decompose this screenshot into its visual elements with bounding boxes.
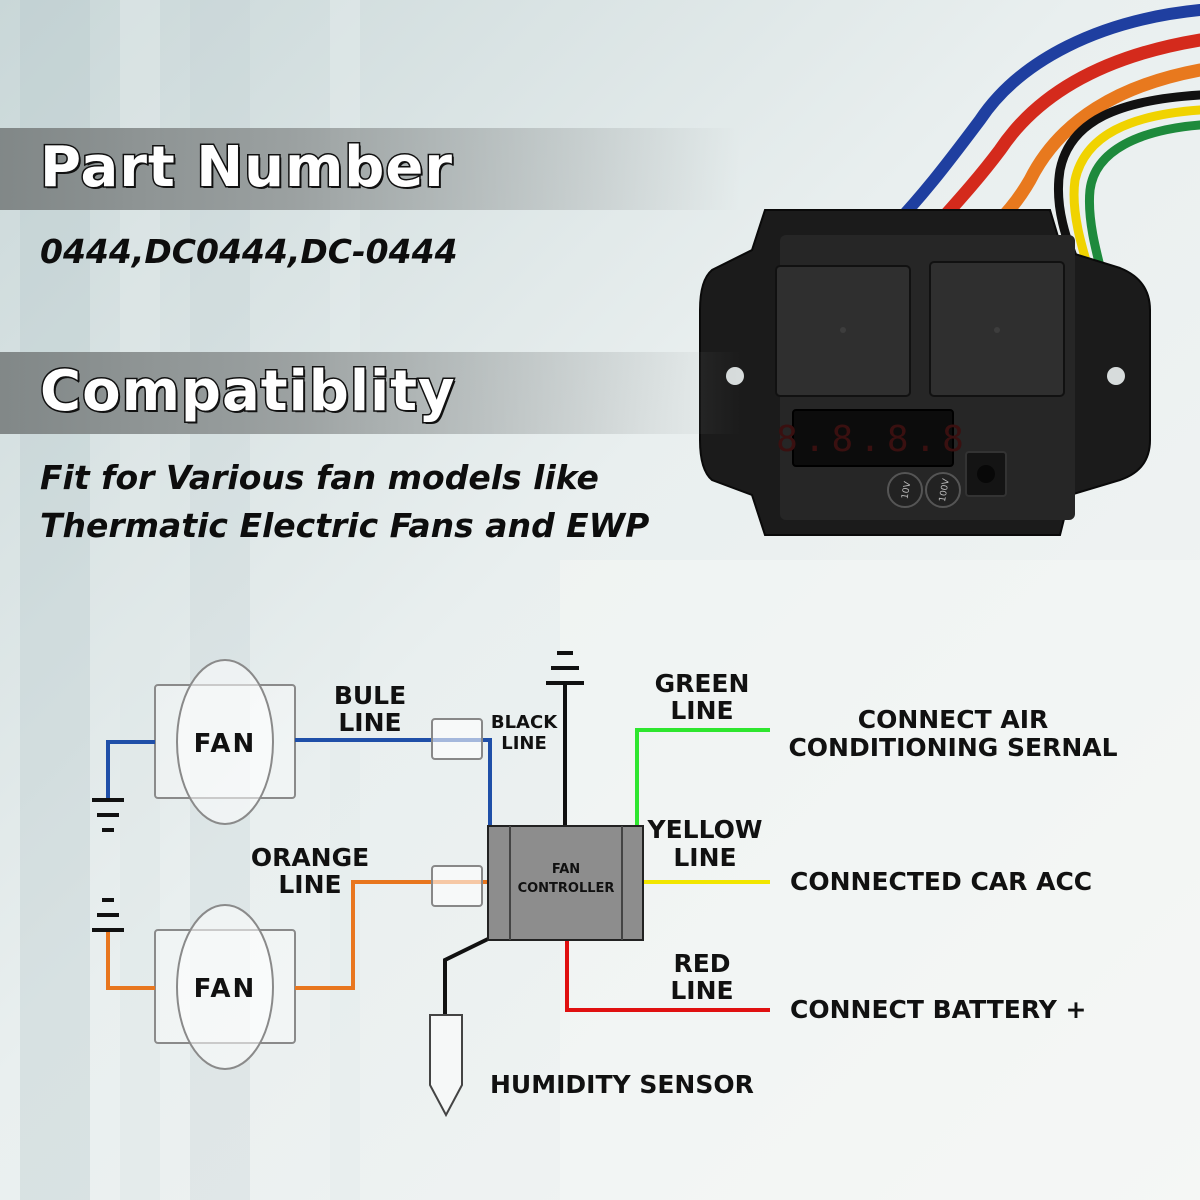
part-number-heading: Part Number (39, 135, 454, 200)
fan-top (154, 659, 296, 825)
black-line-label-2: LINE (501, 733, 547, 754)
fan-controller-photo: 8.8.8.8 10V 100V (699, 4, 1200, 536)
compatibility-line-2: Thermatic Electric Fans and EWP (40, 506, 650, 545)
controller-label-line-1: FAN (552, 862, 580, 877)
part-number-values: 0444,DC0444,DC-0444 (40, 232, 458, 271)
yellow-line-label-2: LINE (673, 843, 736, 872)
orange-wire (106, 880, 490, 990)
compatibility-heading: Compatiblity (39, 359, 457, 424)
mount-hole-right (1107, 367, 1125, 385)
part-number-band (0, 128, 740, 210)
green-wire (635, 728, 770, 828)
fan-controller-box (487, 825, 644, 941)
orange-line-label-1: ORANGE (251, 843, 369, 872)
compatibility-line-1: Fit for Various fan models like (40, 458, 599, 497)
capacitor-right-label: 100V (938, 477, 952, 503)
blue-line-label-2: LINE (338, 708, 401, 737)
led-display-digits: 8.8.8.8 (776, 419, 970, 460)
sensor-wire (443, 936, 491, 1015)
capacitor-left (887, 472, 923, 508)
red-line-label-1: RED (673, 949, 730, 978)
yellow-line-label-1: YELLOW (647, 815, 763, 844)
fan-bottom-label: FAN (194, 974, 257, 1004)
ground-symbol-controller (546, 651, 584, 685)
car-acc-label: CONNECTED CAR ACC (790, 867, 1092, 896)
blue-connector (431, 718, 483, 760)
orange-line-label-2: LINE (278, 870, 341, 899)
orange-connector (431, 865, 483, 907)
ground-symbol-top (92, 798, 124, 832)
black-line-label-1: BLACK (491, 712, 558, 733)
blue-line-label-1: BULE (334, 681, 406, 710)
red-wire (565, 938, 770, 1012)
battery-label: CONNECT BATTERY + (790, 995, 1086, 1024)
ground-symbol-bottom (92, 898, 124, 932)
compatibility-band (0, 352, 740, 434)
green-line-label-1: GREEN (655, 669, 750, 698)
air-conditioning-label-1: CONNECT AIR (858, 705, 1049, 734)
green-line-label-2: LINE (670, 696, 733, 725)
air-conditioning-label-2: CONDITIONING SERNAL (788, 733, 1117, 762)
fan-bottom (154, 904, 296, 1070)
fan-top-label: FAN (194, 729, 257, 759)
blue-wire (106, 738, 492, 828)
led-display (792, 409, 954, 467)
humidity-sensor-probe (429, 1014, 463, 1118)
controller-label-line-2: CONTROLLER (518, 881, 615, 896)
capacitor-left-label: 10V (901, 480, 914, 500)
capacitor-right (925, 472, 961, 508)
humidity-sensor-label: HUMIDITY SENSOR (490, 1070, 754, 1099)
red-line-label-2: LINE (670, 976, 733, 1005)
